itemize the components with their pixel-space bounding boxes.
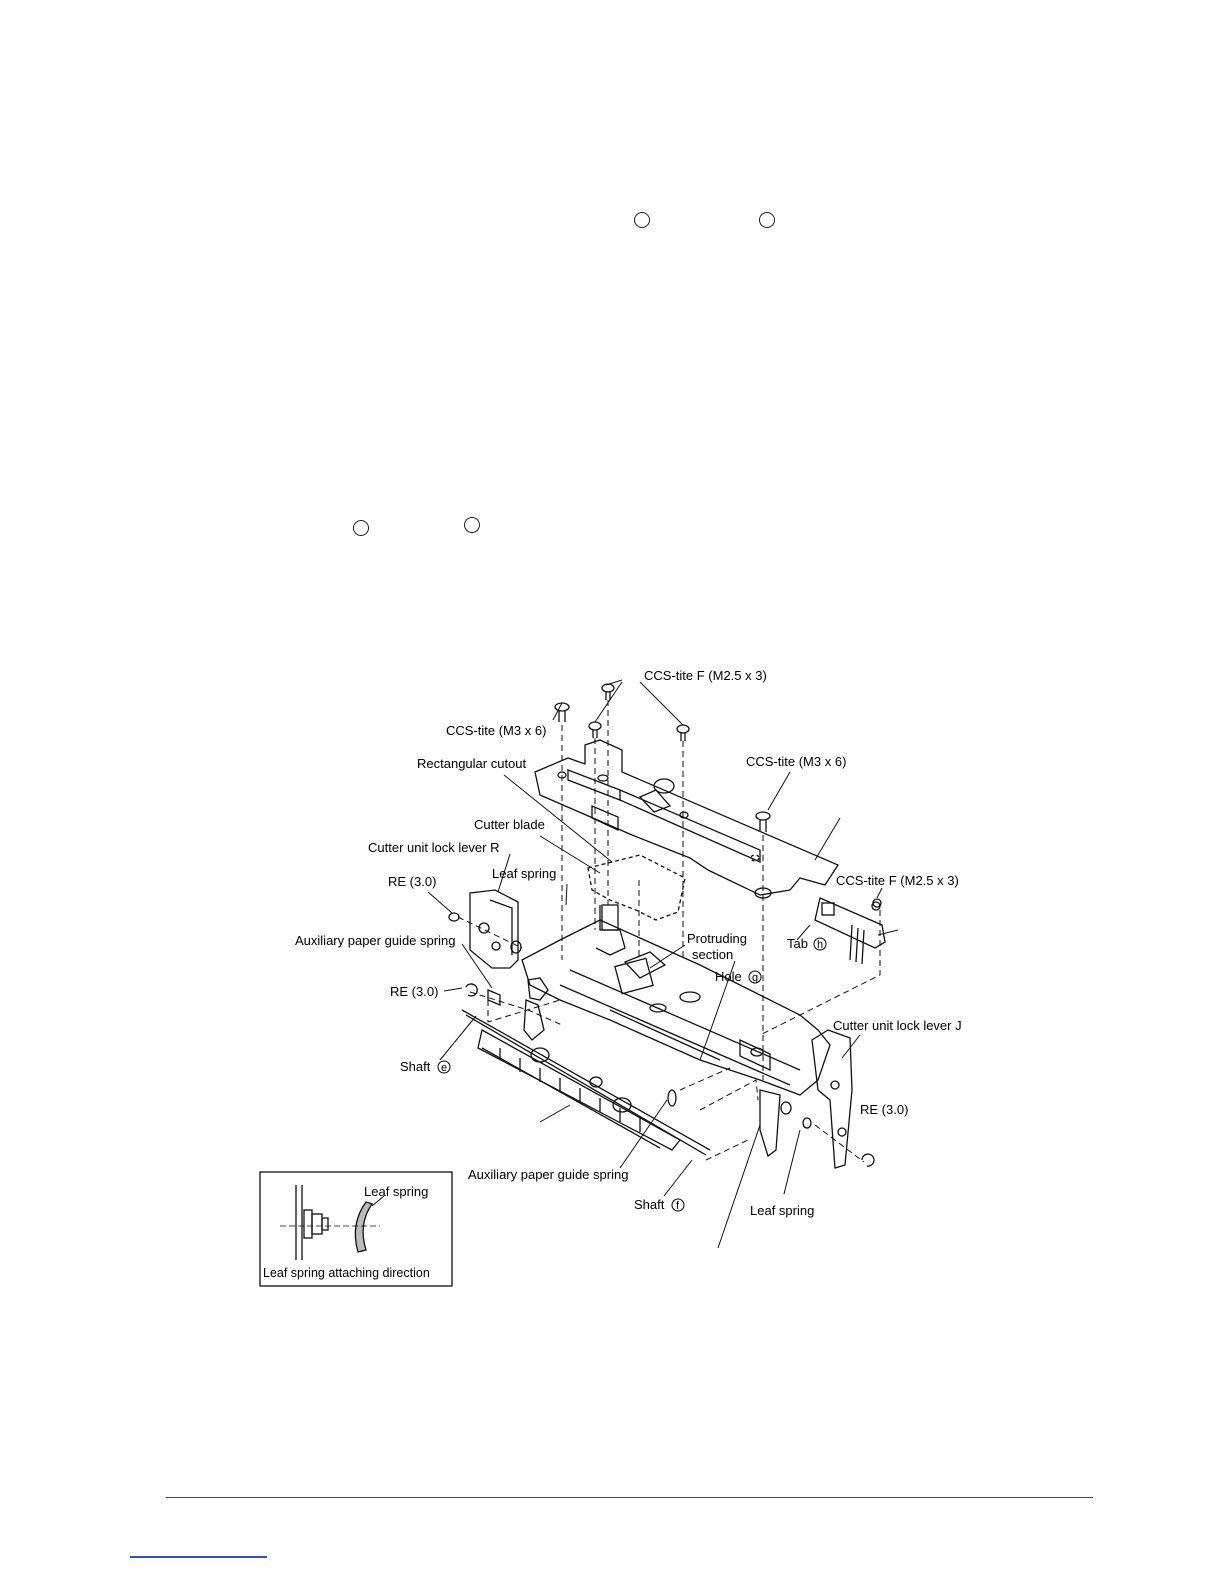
label-rectangular-cutout: Rectangular cutout [417,756,527,771]
label-ccs-tite-f-top: CCS-tite F (M2.5 x 3) [644,668,767,683]
label-aux-paper-guide-spring-left: Auxiliary paper guide spring [295,933,455,948]
label-ccs-tite-m3-left: CCS-tite (M3 x 6) [446,723,546,738]
cutter-unit-lock-lever-r [469,889,519,969]
label-cutter-unit-lock-lever-r: Cutter unit lock lever R [368,840,500,855]
label-ccs-tite-m3-right: CCS-tite (M3 x 6) [746,754,846,769]
label-shaft-e: Shaft [400,1059,431,1074]
inset-label-leaf-spring: Leaf spring [364,1184,428,1199]
inset-caption: Leaf spring attaching direction [263,1266,430,1280]
alignment-lines [457,700,881,1163]
reference-circle-marker-2 [759,212,775,228]
label-cutter-blade: Cutter blade [474,817,545,832]
left-small-parts [448,912,549,1041]
shaft-f-mark: f [676,1200,680,1212]
shaft-e-mark: e [441,1062,447,1074]
hole-g-mark: g [752,972,758,984]
tab-h-circle-icon [813,937,827,951]
cutter-unit-frame [521,904,831,1096]
leader-lines [427,679,899,1249]
top-cover-plate [534,739,839,899]
cutter-unit-lock-lever-j [759,1029,875,1169]
shaft-f-circle-icon [671,1198,685,1212]
cutter-blade [587,854,686,921]
tab-h-mark: h [817,939,823,951]
reference-circle-marker-1 [634,212,650,228]
label-re-right: RE (3.0) [860,1102,908,1117]
label-re-left-top: RE (3.0) [388,874,436,889]
reference-circle-marker-4 [464,517,480,533]
label-leaf-spring-bottom: Leaf spring [750,1203,814,1218]
label-tab-h: Tab [787,936,808,951]
label-protruding: Protruding [687,931,747,946]
shaft-e-circle-icon [437,1060,451,1074]
label-cutter-unit-lock-lever-j: Cutter unit lock lever J [833,1018,962,1033]
inset-leaf-spring-direction [259,1171,453,1287]
label-leaf-spring-top: Leaf spring [492,866,556,881]
sensor-bracket [814,897,886,965]
label-ccs-tite-f-right: CCS-tite F (M2.5 x 3) [836,873,959,888]
reference-circle-marker-3 [353,520,369,536]
footer-link[interactable] [130,1556,267,1558]
footer-rule [166,1497,1093,1498]
paper-guide-roller-assembly [461,1009,711,1156]
hole-g-circle-icon [748,970,762,984]
label-re-left-mid: RE (3.0) [390,984,438,999]
label-hole-g: Hole [715,969,742,984]
label-aux-paper-guide-spring-bottom: Auxiliary paper guide spring [468,1167,628,1182]
label-shaft-f: Shaft [634,1197,665,1212]
label-section: section [692,947,733,962]
